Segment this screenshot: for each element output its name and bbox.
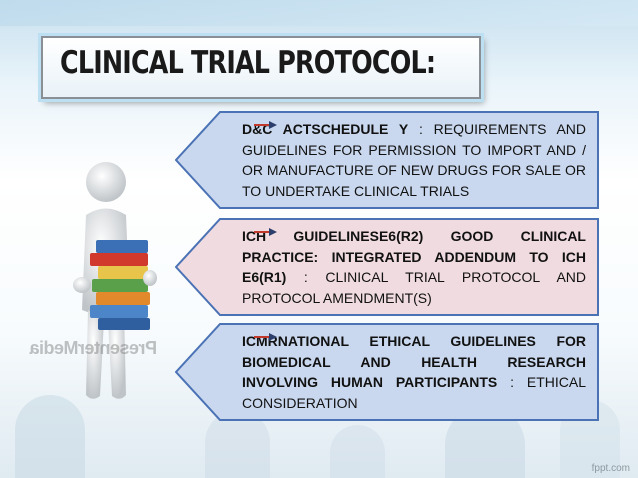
arrow-right-icon (254, 121, 277, 129)
watermark: PresenterMedia (30, 338, 158, 358)
bg-bottle (330, 425, 385, 478)
chevron-shape (175, 111, 599, 209)
box-2-target: E6(R2) GOOD CLINICAL PRACTICE: INTEGRATE… (242, 228, 586, 285)
arrow-right-icon (254, 333, 277, 341)
box-3-rest: : ETHICAL CONSIDERATION (242, 374, 587, 411)
slide-title: CLINICAL TRIAL PROTOCOL: (60, 45, 436, 81)
box-1-rest: : REQUIREMENTS AND GUIDELINES FOR PERMIS… (242, 121, 587, 199)
bg-bottle (205, 410, 270, 478)
box-2-rest: : CLINICAL TRIAL PROTOCOL AND PROTOCOL A… (242, 269, 587, 306)
arrow-right-icon (254, 228, 277, 236)
title-box (41, 36, 481, 99)
box-3-target: NATIONAL ETHICAL GUIDELINES FOR BIOMEDIC… (242, 333, 586, 390)
chevron-shape (175, 323, 599, 421)
bg-bottle (15, 395, 85, 478)
box-1-target: SCHEDULE Y (311, 121, 409, 137)
figure-with-books-icon (73, 162, 157, 399)
chevron-shape (175, 218, 599, 316)
top-stripe (0, 0, 638, 26)
footer-brand: fppt.com (591, 463, 630, 474)
